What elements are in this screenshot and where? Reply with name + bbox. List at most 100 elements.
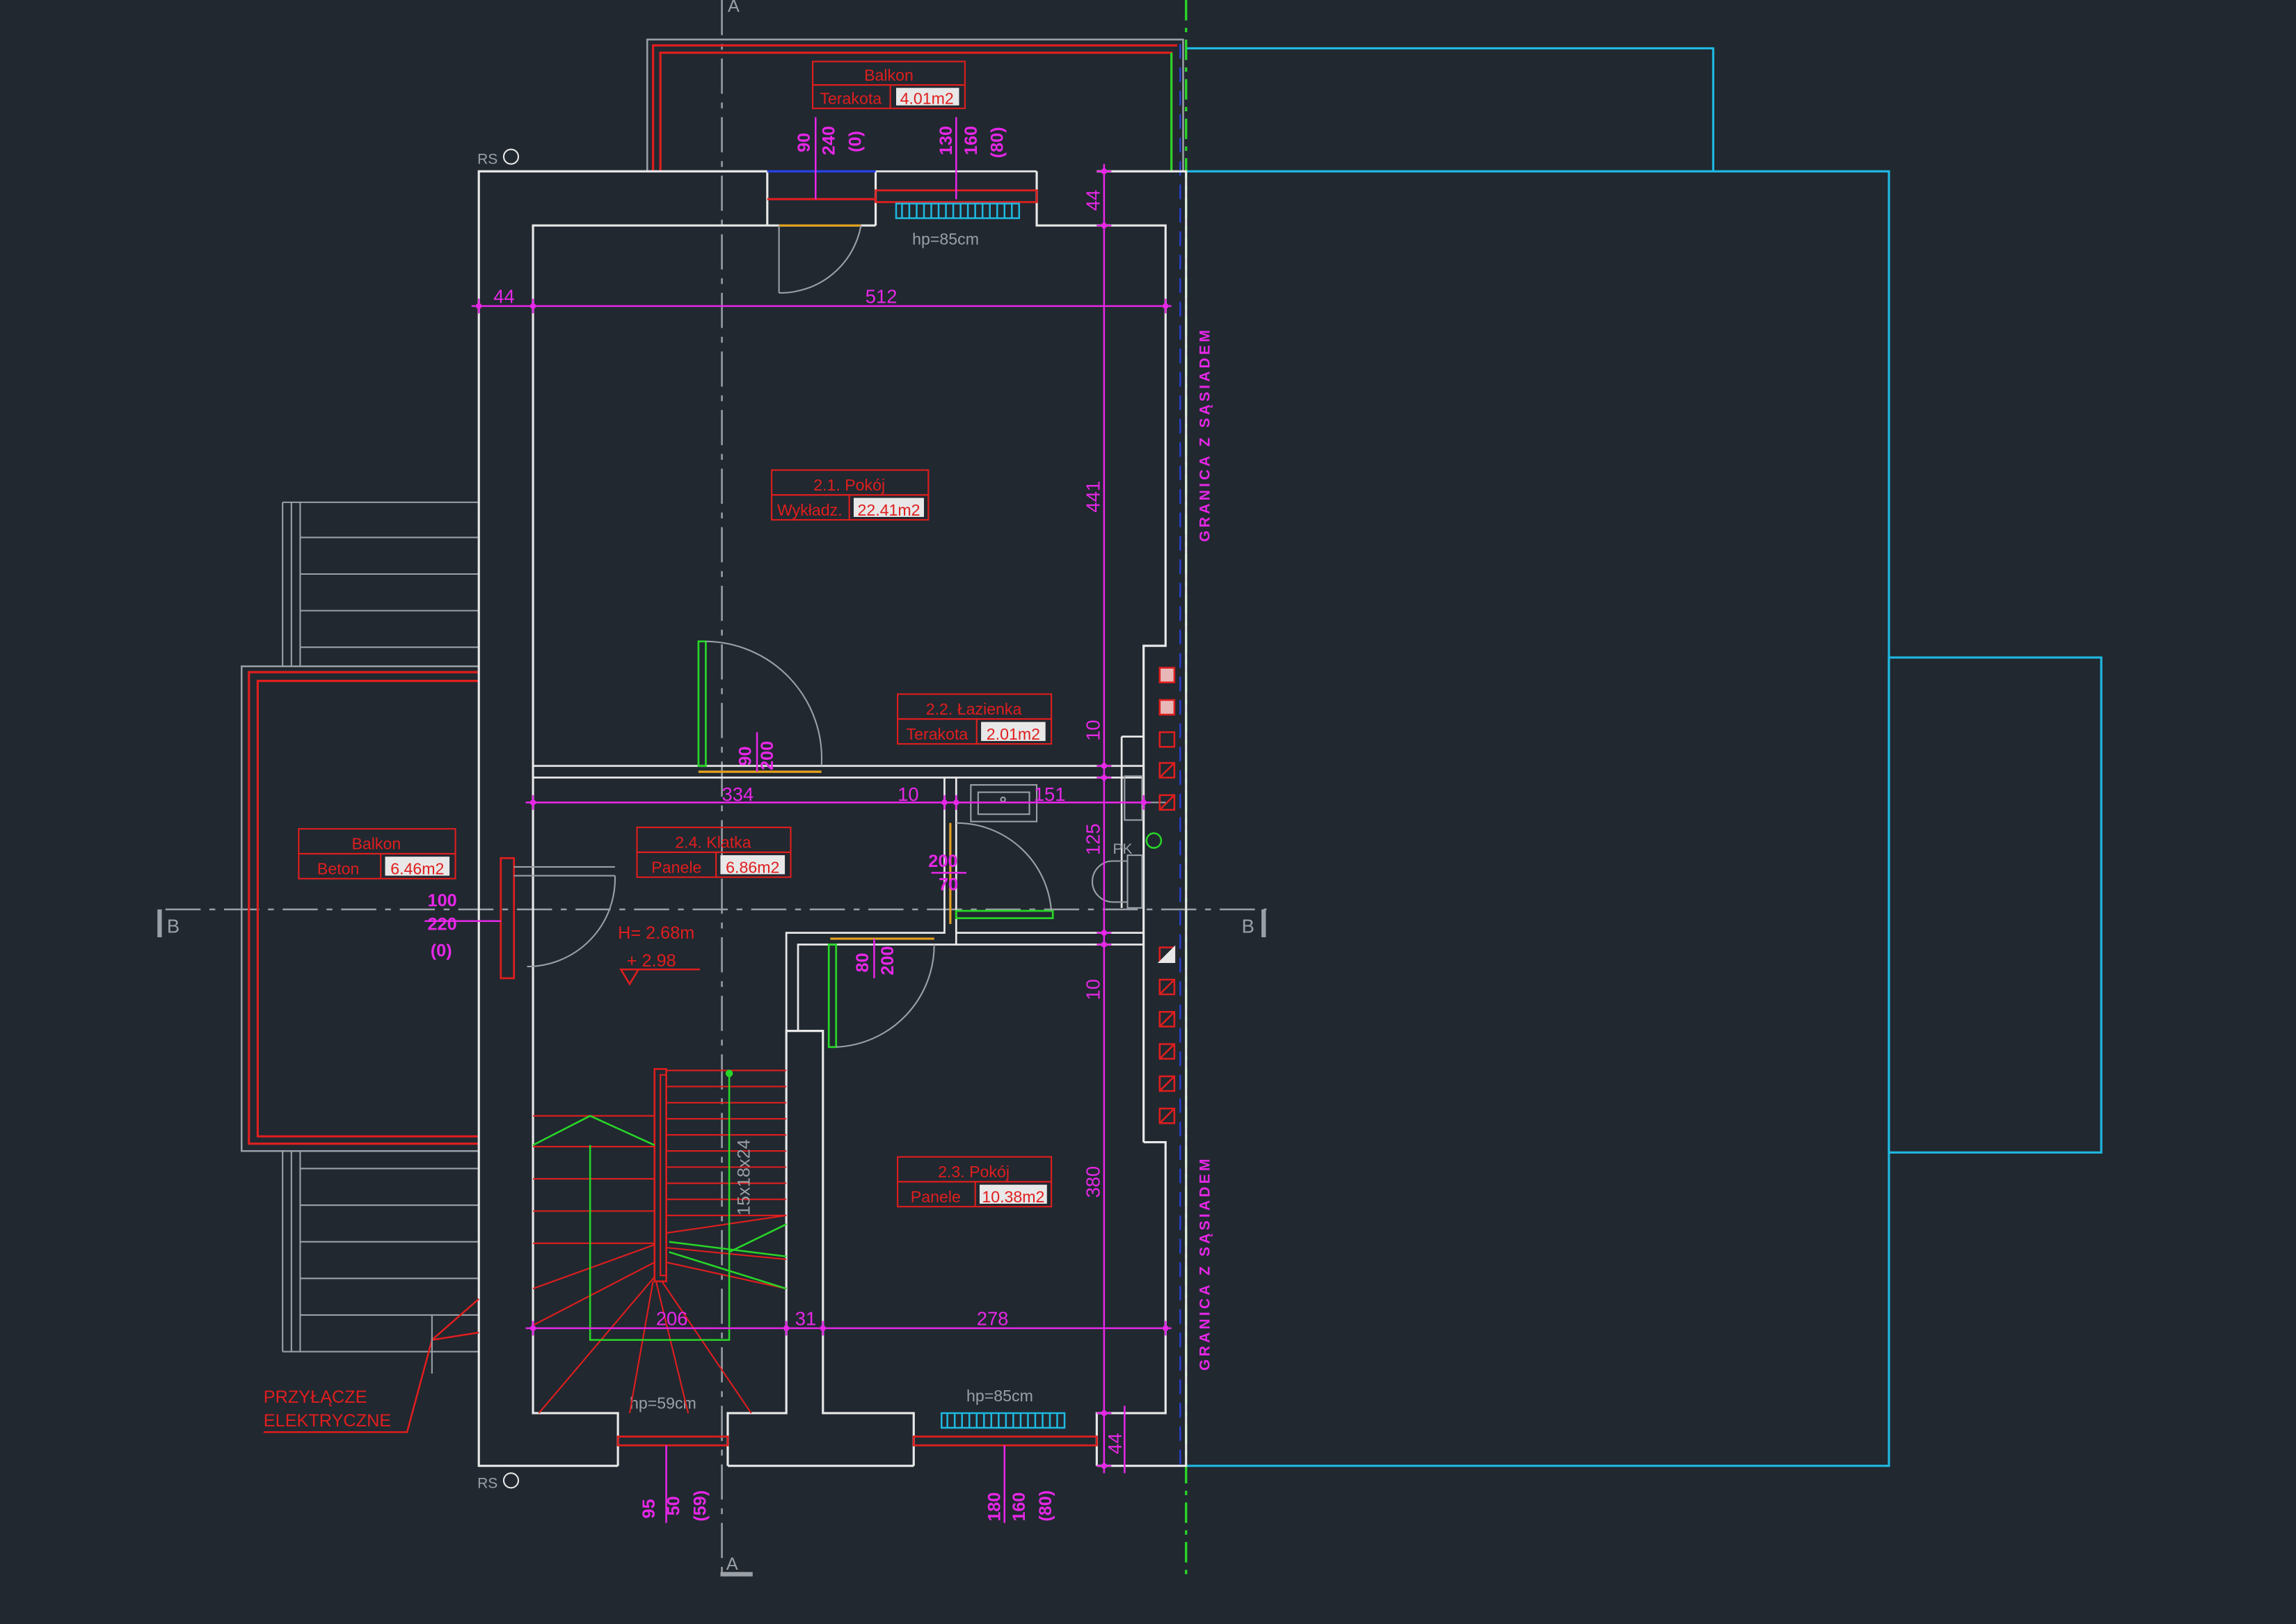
electric-connection-label: ELEKTRYCZNE [264,1411,391,1431]
boundary-label-upper: GRANICA Z SĄSIADEM [1197,327,1213,542]
boundary-label-lower: GRANICA Z SĄSIADEM [1197,1156,1213,1371]
section-mark-b-right: B [1242,916,1254,937]
top-window-height: 160 [962,126,981,155]
dim-44-left: 44 [493,286,514,308]
bottom-left-window-height: 50 [664,1496,684,1515]
electric-connection-leader [263,1298,480,1433]
bottom-left-window [616,1435,729,1447]
bath-door-width: 70 [939,875,958,895]
dim-151: 151 [1034,783,1066,805]
neighbour-building-outline [1186,47,2103,1467]
top-window-sill: (80) [988,127,1007,158]
shaft-label: PK [1113,841,1132,857]
room-material: Wykładz. [777,501,843,519]
radiator-bottom-right-label: hp=85cm [966,1387,1033,1405]
bottom-right-window [912,1435,1098,1447]
radiator-top-icon [895,202,1021,219]
balcony-door-sill: (0) [431,941,452,960]
room-name: 2.4. Klatka [675,834,751,852]
floor-elevation-label: + 2.98 [627,951,676,971]
dim-380: 380 [1083,1166,1104,1198]
room-height-label: H= 2.68m [618,923,694,943]
room-name: Balkon [864,66,914,84]
room-label-balcony-top: Balkon Terakota 4.01m2 [811,61,966,109]
toilet-icon [1092,854,1143,909]
room-material: Terakota [820,89,882,107]
bottom-right-window-sill: (80) [1036,1490,1055,1522]
room-area: 6.46m2 [390,859,444,877]
room-21-door [697,640,823,773]
room21-door-height: 200 [758,741,777,770]
dim-441: 441 [1083,481,1104,513]
dimension-arrows [475,168,1169,1469]
room-material: Beton [317,859,359,877]
room-area: 2.01m2 [987,725,1040,743]
dim-10-lower: 10 [1083,979,1104,1000]
room-area: 22.41m2 [857,501,920,519]
top-balcony-outline [646,38,1184,172]
section-mark-b-left: B [167,916,180,937]
bottom-left-window-width: 95 [639,1499,659,1518]
room-label-balcony-left: Balkon Beton 6.46m2 [298,828,456,879]
electric-connection-label: PRZYŁĄCZE [264,1387,367,1407]
room-name: Balkon [351,835,401,853]
survey-point-icon [502,148,520,165]
room-label-23: 2.3. Pokój Panele 10.38m2 [897,1156,1053,1208]
section-lines [157,0,1267,1577]
interior-walls [533,646,1145,1143]
dim-10-mid: 10 [898,783,918,805]
room-material: Terakota [907,725,968,743]
radiator-top-label: hp=85cm [912,230,979,248]
dim-125: 125 [1083,823,1104,855]
survey-point-icon [502,1472,520,1489]
elevation-marker-icon [619,968,700,986]
section-mark-a-top: A [728,0,740,16]
radiator-bottom-icon [940,1412,1066,1429]
dim-31: 31 [795,1308,816,1330]
dimension-texts: 44 512 334 10 151 206 31 278 44 441 10 1… [493,190,1126,1454]
staircase [532,1068,787,1414]
room-name: 2.2. Łazienka [926,700,1022,718]
left-balcony-outline [240,665,479,1152]
left-railing-lower [282,1151,479,1353]
bottom-left-window-sill: (59) [690,1490,710,1522]
room-23-door [827,937,935,1049]
bottom-right-window-width: 180 [984,1492,1004,1522]
balcony-door-width: 100 [428,891,457,911]
survey-mark-bottom: RS [477,1475,497,1491]
room-label-22: 2.2. Łazienka Terakota 2.01m2 [897,693,1053,745]
top-door-height: 240 [820,126,839,155]
room23-door-height: 200 [878,946,898,976]
room-label-24: 2.4. Klatka Panele 6.86m2 [636,827,792,878]
dim-10-upper: 10 [1083,720,1104,741]
room-label-21: 2.1. Pokój Wykładz. 22.41m2 [771,469,930,521]
stair-label: 15x18x24 [735,1139,754,1216]
dim-206: 206 [656,1308,688,1330]
dim-334: 334 [722,783,754,805]
dim-44-top: 44 [1083,190,1104,211]
dim-44-bottom: 44 [1104,1433,1126,1454]
top-window-width: 130 [936,126,956,155]
balcony-door-height: 220 [428,914,457,934]
bottom-right-window-height: 160 [1010,1492,1029,1522]
room-name: 2.3. Pokój [938,1163,1010,1181]
room-area: 6.86m2 [726,858,779,876]
room21-door-width: 90 [736,747,756,766]
exterior-walls [477,170,1188,1467]
opening-dimension-texts: 90 240 (0) 130 160 (80) 90 200 200 70 80… [428,126,1056,1522]
room-area: 10.38m2 [982,1188,1044,1206]
dim-278: 278 [977,1308,1009,1330]
room-name: 2.1. Pokój [813,476,885,494]
left-railing-upper [282,501,479,667]
balcony-door-frame [500,857,616,980]
room-area: 4.01m2 [900,89,954,107]
top-balcony-door [767,170,876,294]
section-mark-a-bottom: A [726,1554,738,1574]
dim-512: 512 [866,286,898,308]
room-material: Panele [911,1188,961,1206]
bath-door-height: 200 [928,852,957,871]
survey-mark-top: RS [477,152,497,168]
room23-door-width: 80 [853,953,872,972]
top-door-width: 90 [795,133,814,152]
